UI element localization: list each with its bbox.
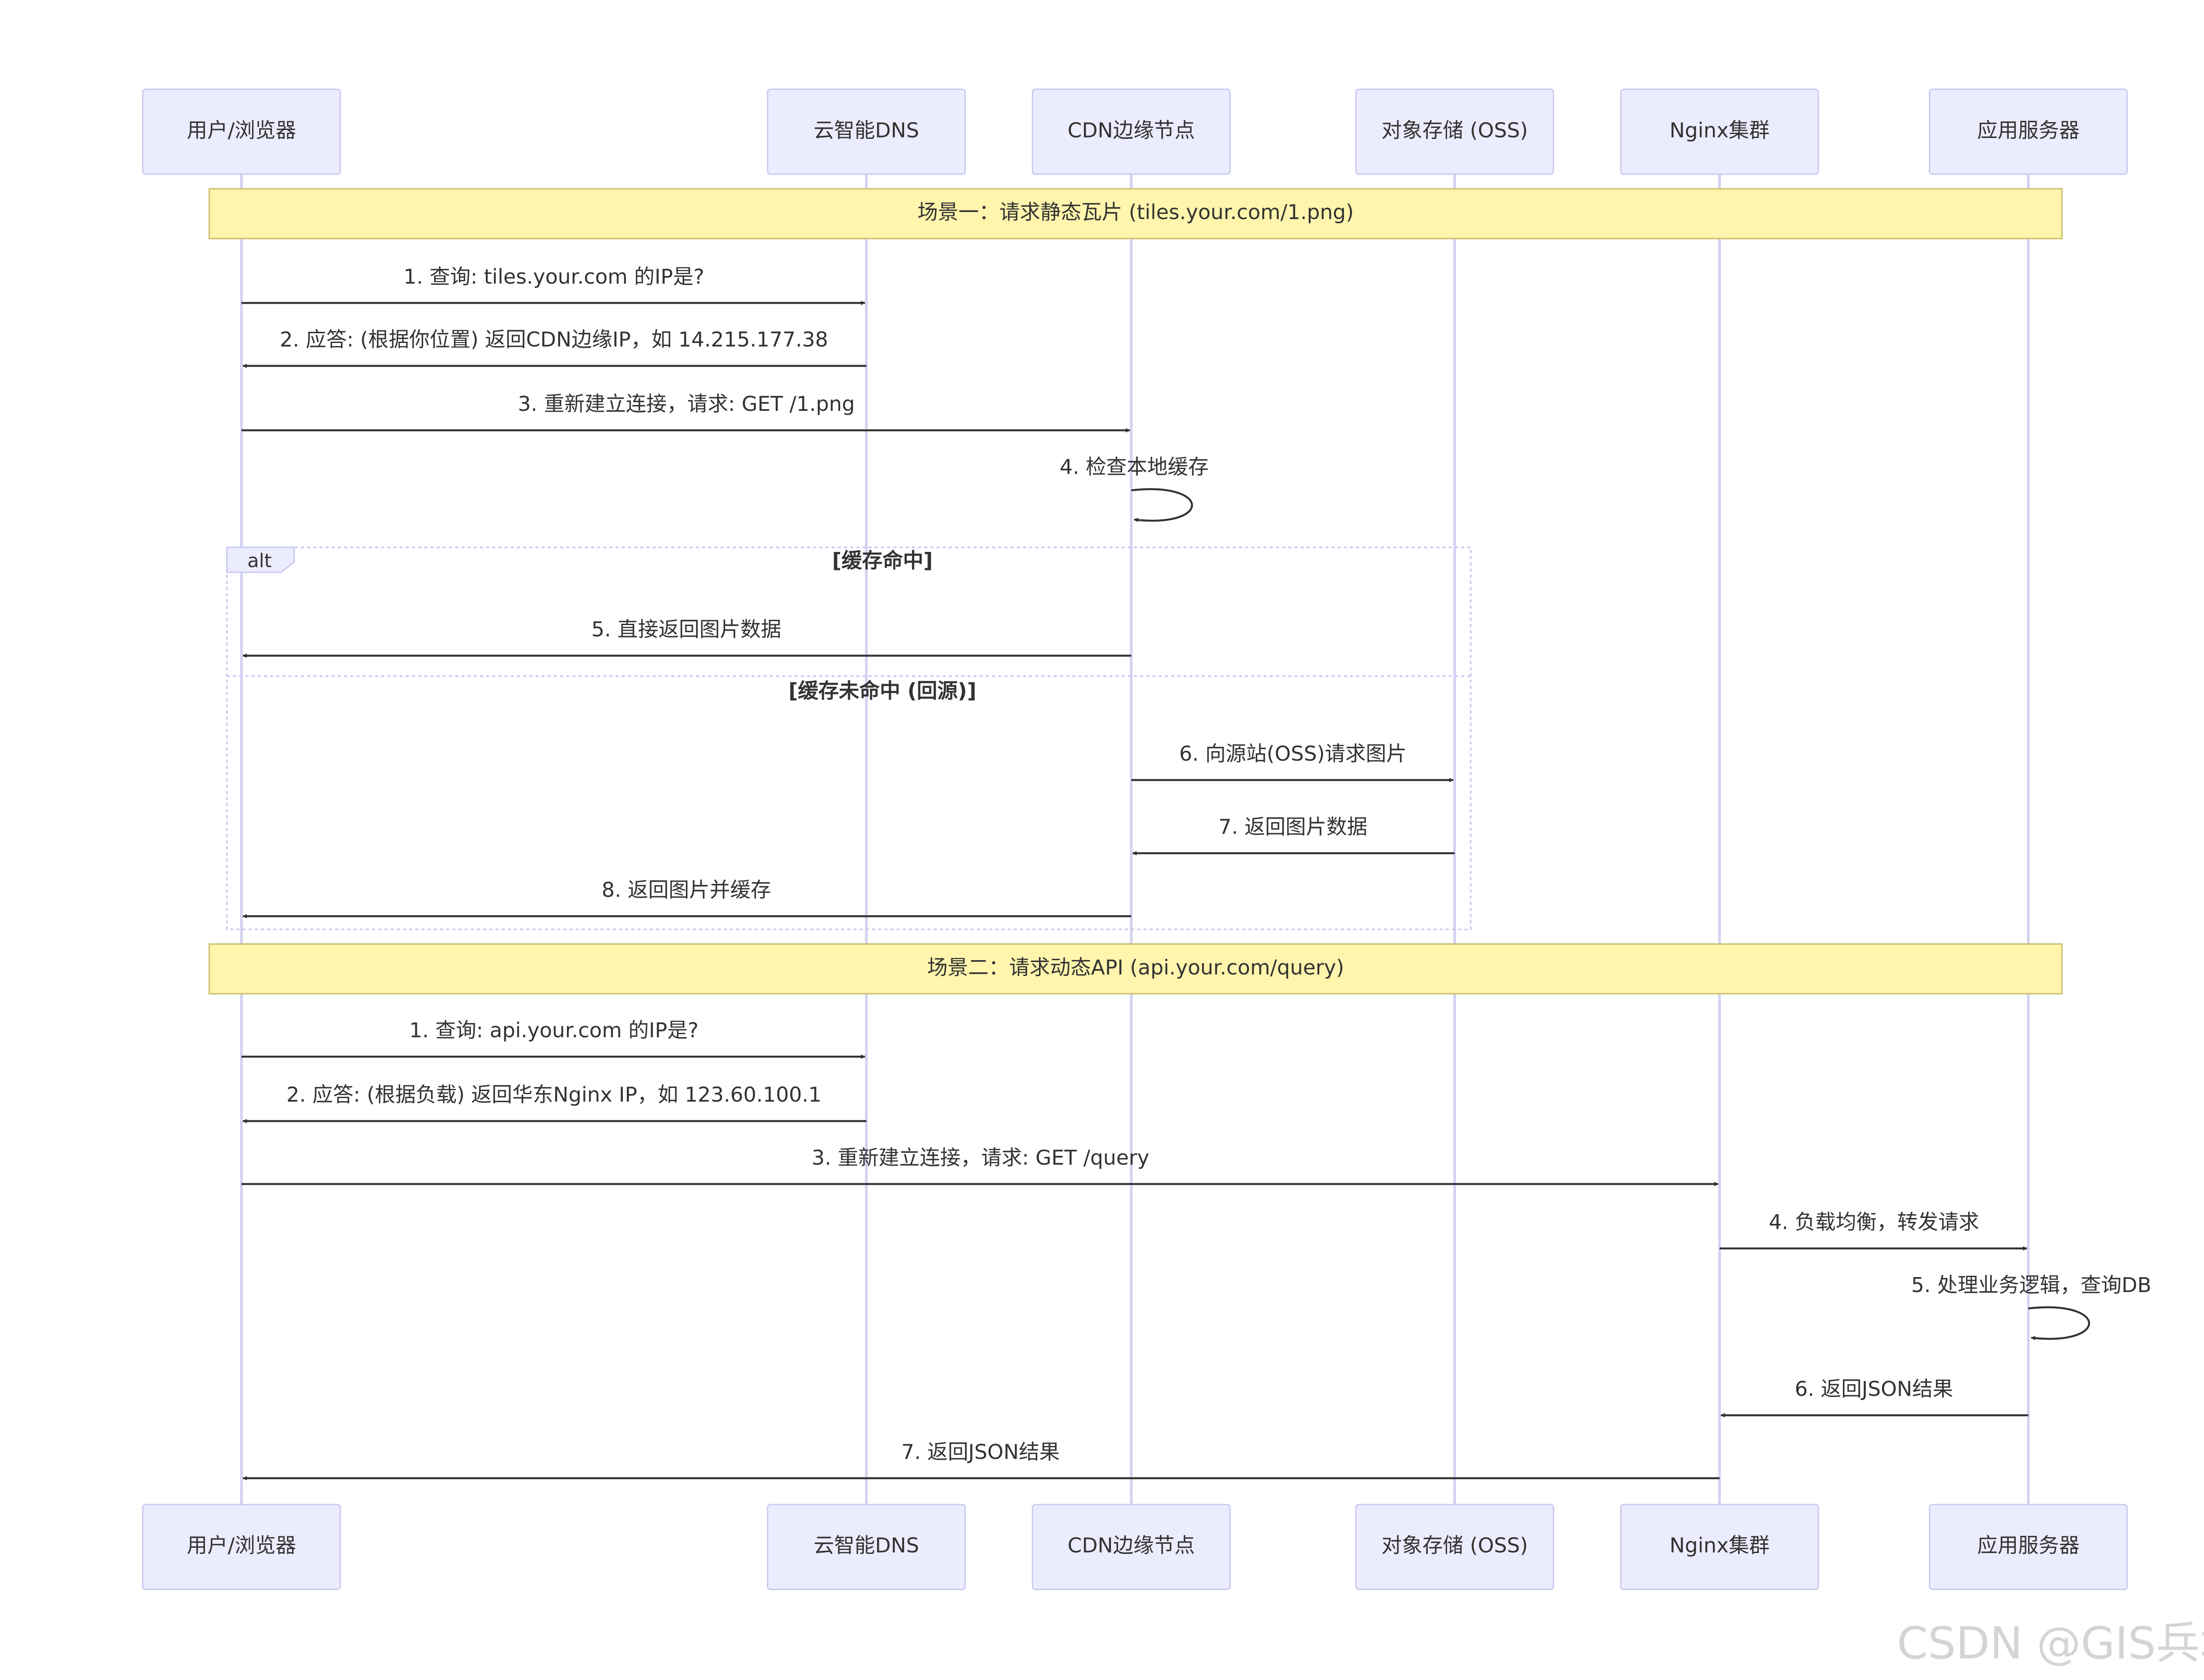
note-text-scene2: 场景二：请求动态API (api.your.com/query) [927,955,1344,979]
message-s2m6: 6. 返回JSON结果 [1720,1377,2029,1418]
message-label: 2. 应答: (根据负载) 返回华东Nginx IP，如 123.60.100.… [287,1083,822,1106]
actor-label-nginx: Nginx集群 [1669,1534,1769,1557]
message-label: 4. 检查本地缓存 [1060,455,1209,479]
actor-nginx-bottom: Nginx集群 [1620,1504,1819,1591]
actor-label-dns: 云智能DNS [814,1534,919,1557]
note-scene2: 场景二：请求动态API (api.your.com/query) [208,943,2063,995]
actor-dns-bottom: 云智能DNS [767,1504,966,1591]
actor-label-app: 应用服务器 [1977,1534,2079,1557]
note-text-scene1: 场景一：请求静态瓦片 (tiles.your.com/1.png) [917,200,1354,224]
message-s1m3: 3. 重新建立连接，请求: GET /1.png [241,392,1131,433]
message-label: 6. 向源站(OSS)请求图片 [1179,742,1407,766]
alt-condition-1: [缓存命中] [832,548,933,572]
message-s1m1: 1. 查询: tiles.your.com 的IP是? [241,264,866,305]
message-s2m3: 3. 重新建立连接，请求: GET /query [241,1146,1719,1186]
actor-label-app: 应用服务器 [1977,118,2079,142]
actor-user-top: 用户/浏览器 [142,89,341,175]
message-label: 4. 负载均衡，转发请求 [1769,1210,1979,1234]
message-s1m8: 8. 返回图片并缓存 [242,878,1132,919]
actor-label-cdn: CDN边缘节点 [1068,1534,1195,1557]
alt-frame [226,546,1472,930]
actor-label-cdn: CDN边缘节点 [1068,118,1195,142]
alt-condition-2: [缓存未命中 (回源)] [789,679,976,703]
message-label: 3. 重新建立连接，请求: GET /query [812,1146,1149,1170]
actor-user-bottom: 用户/浏览器 [142,1504,341,1591]
message-label: 1. 查询: tiles.your.com 的IP是? [403,264,704,288]
actor-dns-top: 云智能DNS [767,89,966,175]
message-s1m6: 6. 向源站(OSS)请求图片 [1131,742,1454,782]
self-loop-arrow [2028,1306,2090,1341]
message-label: 2. 应答: (根据你位置) 返回CDN边缘IP，如 14.215.177.38 [280,328,828,351]
actor-label-oss: 对象存储 (OSS) [1381,118,1528,142]
actor-app-top: 应用服务器 [1928,89,2128,175]
message-s1m4: 4. 检查本地缓存 [1060,455,1209,522]
message-s1m5: 5. 直接返回图片数据 [242,617,1132,658]
message-label: 6. 返回JSON结果 [1794,1377,1953,1401]
alt-frame-group: alt [缓存命中] [缓存未命中 (回源)] [226,546,1472,930]
message-s2m2: 2. 应答: (根据负载) 返回华东Nginx IP，如 123.60.100.… [242,1083,867,1124]
actors-group: 用户/浏览器用户/浏览器云智能DNS云智能DNSCDN边缘节点CDN边缘节点对象… [142,89,2128,1591]
message-label: 7. 返回图片数据 [1218,815,1367,839]
message-s2m1: 1. 查询: api.your.com 的IP是? [241,1018,866,1059]
messages-group: 1. 查询: tiles.your.com 的IP是? 2. 应答: (根据你位置… [241,264,2152,1481]
actor-label-nginx: Nginx集群 [1669,118,1769,142]
actor-label-user: 用户/浏览器 [187,1534,296,1557]
actor-cdn-bottom: CDN边缘节点 [1031,1504,1231,1591]
message-label: 7. 返回JSON结果 [901,1440,1060,1464]
actor-label-user: 用户/浏览器 [187,118,296,142]
alt-keyword: alt [247,550,272,572]
note-scene1: 场景一：请求静态瓦片 (tiles.your.com/1.png) [208,188,2063,239]
lifelines [240,174,2030,1505]
actor-label-oss: 对象存储 (OSS) [1381,1534,1528,1557]
message-s2m7: 7. 返回JSON结果 [242,1440,1720,1481]
actor-nginx-top: Nginx集群 [1620,89,1819,175]
self-loop-arrow [1131,488,1193,522]
actor-oss-top: 对象存储 (OSS) [1355,89,1554,175]
actor-oss-bottom: 对象存储 (OSS) [1355,1504,1554,1591]
message-label: 5. 处理业务逻辑，查询DB [1911,1273,2152,1297]
message-label: 3. 重新建立连接，请求: GET /1.png [518,392,855,416]
actor-app-bottom: 应用服务器 [1928,1504,2128,1591]
actor-label-dns: 云智能DNS [814,118,919,142]
message-s2m5: 5. 处理业务逻辑，查询DB [1911,1273,2152,1341]
watermark: CSDN @GIS兵墩墩 [1897,1617,2204,1669]
message-label: 5. 直接返回图片数据 [592,617,782,641]
actor-cdn-top: CDN边缘节点 [1031,89,1231,175]
message-s1m7: 7. 返回图片数据 [1132,815,1455,856]
alt-tab [226,547,295,573]
message-s2m4: 4. 负载均衡，转发请求 [1720,1210,2028,1251]
message-label: 8. 返回图片并缓存 [602,878,771,901]
message-s1m2: 2. 应答: (根据你位置) 返回CDN边缘IP，如 14.215.177.38 [242,328,867,368]
notes-group: 场景一：请求静态瓦片 (tiles.your.com/1.png) 场景二：请求动… [208,188,2063,995]
message-label: 1. 查询: api.your.com 的IP是? [409,1018,698,1042]
